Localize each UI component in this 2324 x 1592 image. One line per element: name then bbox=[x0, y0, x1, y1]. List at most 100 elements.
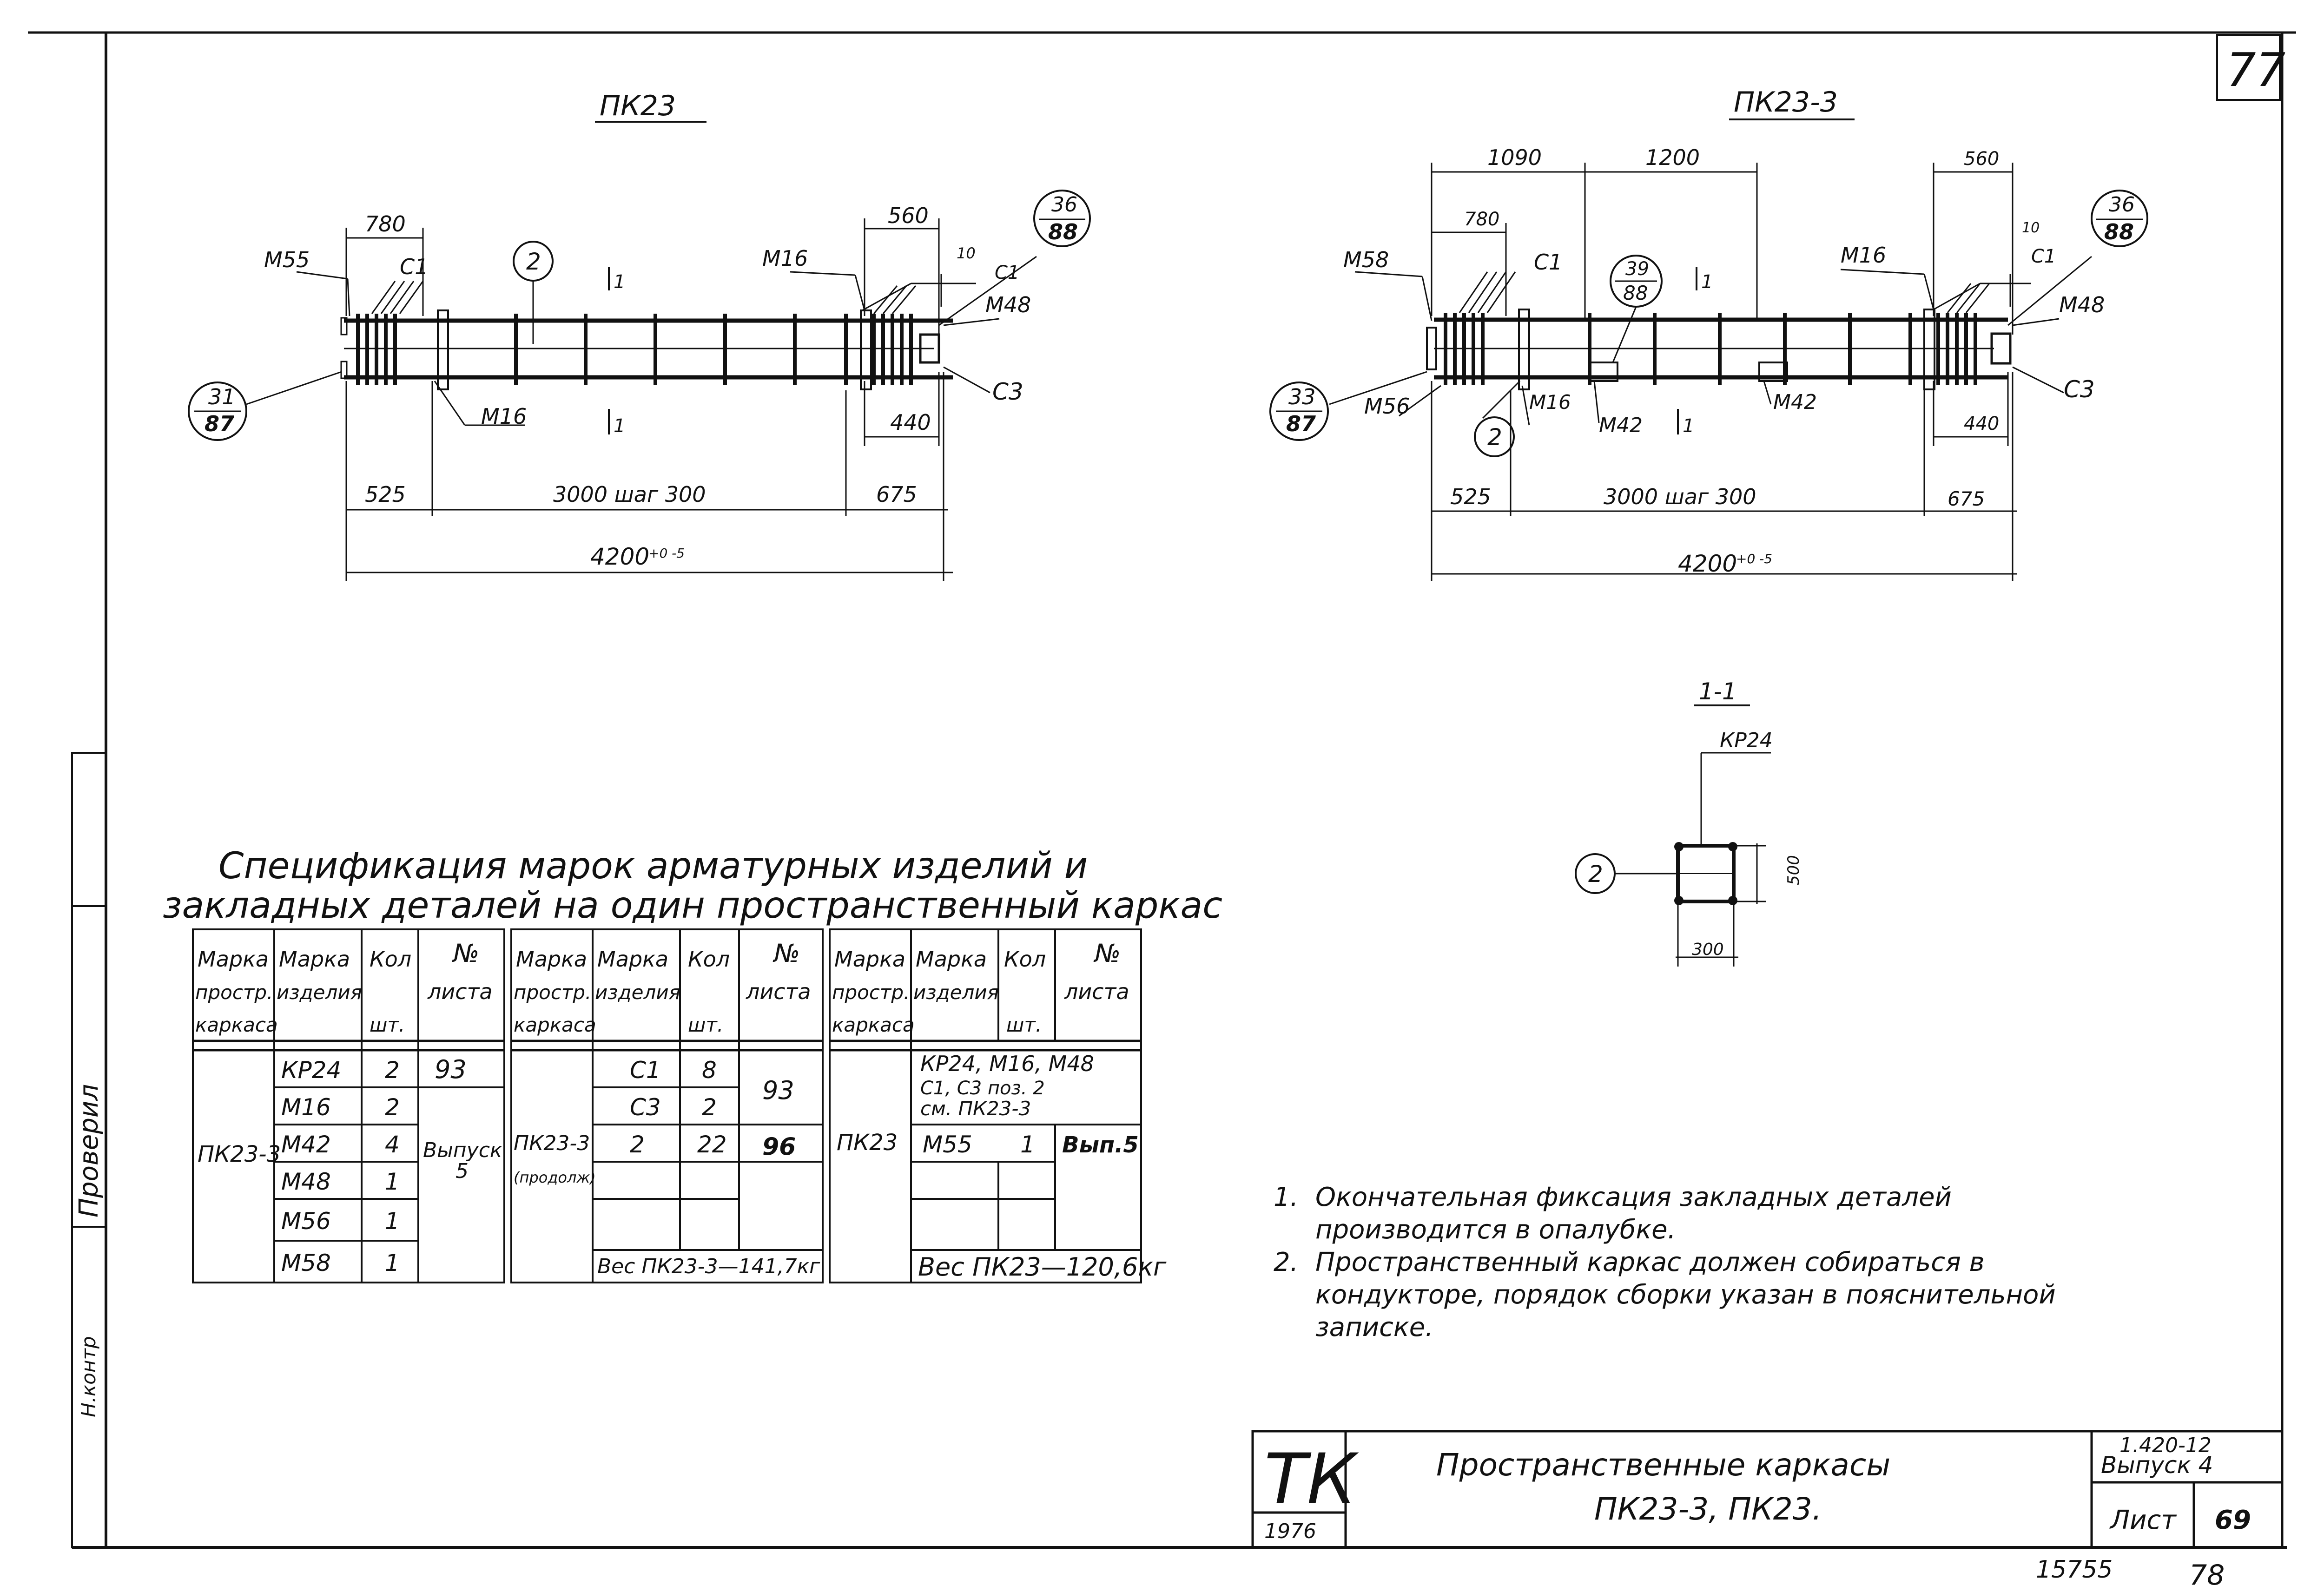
dims-right bbox=[1329, 163, 2092, 581]
t2-h-c1-2: каркаса bbox=[514, 1013, 596, 1036]
t2-r0-qty: 8 bbox=[702, 1057, 717, 1084]
t3-weight: Вес ПК23—120,6кг bbox=[918, 1252, 1167, 1282]
label-m55: М55 bbox=[264, 247, 310, 272]
t1-r1-mark: М16 bbox=[281, 1094, 331, 1121]
t1-issue-line2: 5 bbox=[456, 1159, 469, 1183]
t1-h-c3-1: шт. bbox=[370, 1013, 405, 1036]
section-dim-500: 500 bbox=[1784, 855, 1803, 885]
hatch-c1-left bbox=[371, 281, 424, 314]
t3-note-line3: см. ПК23-3 bbox=[920, 1097, 1031, 1120]
note-2-line1: Пространственный каркас должен собиратьс… bbox=[1315, 1247, 1985, 1277]
t2-sheet-merged: 93 bbox=[762, 1076, 794, 1105]
dim-440-right: 440 bbox=[1964, 413, 1999, 434]
t1-h-c2-1: изделия bbox=[277, 981, 362, 1004]
label-m16: М16 bbox=[762, 246, 808, 271]
hatch-c1-right bbox=[873, 285, 917, 314]
dim-tolerance-right: +0 -5 bbox=[1736, 551, 1772, 566]
t1-issue-line1: Выпуск bbox=[423, 1138, 502, 1162]
title-series: 1.420-12 bbox=[2119, 1434, 2212, 1457]
dim-3000-right: 3000 шаг 300 bbox=[1604, 484, 1756, 509]
svg-text:36: 36 bbox=[1051, 193, 1077, 217]
label-m58: М58 bbox=[1343, 247, 1389, 272]
svg-text:33: 33 bbox=[1288, 384, 1316, 409]
dim-1200: 1200 bbox=[1645, 145, 1700, 170]
t2-h-c1-1: простр. bbox=[514, 981, 591, 1004]
t3-note-line2: С1, С3 поз. 2 bbox=[920, 1078, 1045, 1099]
label-m56: М56 bbox=[1364, 394, 1410, 419]
label-c1-r2: С1 bbox=[2031, 246, 2056, 267]
label-c3: С3 bbox=[992, 378, 1023, 405]
cut-mark-bottom-r: 1 bbox=[1683, 415, 1694, 437]
svg-text:87: 87 bbox=[205, 411, 234, 436]
svg-text:36: 36 bbox=[2109, 193, 2135, 217]
t3-r0-mark: М55 bbox=[923, 1131, 972, 1158]
stamp-trace: Н.контр bbox=[77, 1336, 100, 1417]
t3-h-c1-1: простр. bbox=[832, 981, 910, 1004]
svg-text:31: 31 bbox=[208, 384, 236, 409]
callout-pos2-r: 2 bbox=[1474, 416, 1515, 457]
dim-525-right: 525 bbox=[1450, 484, 1491, 509]
t2-frame-line1: ПК23-3 bbox=[514, 1132, 590, 1155]
t3-note-line1: КР24, М16, М48 bbox=[920, 1051, 1094, 1076]
page-number-box: 77 bbox=[2216, 34, 2285, 101]
t1-r4-qty: 1 bbox=[385, 1208, 400, 1235]
callout-36-88-r: 36 88 bbox=[2091, 190, 2148, 247]
callout-39-88: 39 88 bbox=[1610, 255, 1663, 308]
view-title-pk23-3: ПК23-3 bbox=[1734, 86, 1838, 118]
dim-10: 10 bbox=[957, 244, 976, 262]
title-block: ТК 1976 Пространственные каркасы ПК23-3,… bbox=[1251, 1430, 2284, 1549]
svg-text:88: 88 bbox=[2104, 219, 2134, 244]
callout-pos2-section: 2 bbox=[1575, 853, 1678, 894]
dim-675: 675 bbox=[876, 482, 917, 507]
page-number-text: 77 bbox=[2226, 43, 2285, 97]
t3-r0-qty: 1 bbox=[1020, 1131, 1035, 1158]
dim-560-right: 560 bbox=[1964, 148, 1999, 170]
cut-mark-bottom: 1 bbox=[614, 415, 625, 437]
dim-440: 440 bbox=[890, 410, 931, 435]
t2-h-c1-0: Марка bbox=[516, 947, 587, 972]
dim-tolerance: +0 -5 bbox=[648, 546, 685, 561]
title-sheet-no: 69 bbox=[2215, 1505, 2251, 1535]
t1-r5-qty: 1 bbox=[385, 1250, 400, 1276]
t1-h-c2-0: Марка bbox=[279, 947, 350, 972]
dim-3000: 3000 шаг 300 bbox=[553, 482, 706, 507]
t2-h-c2-0: Марка bbox=[597, 947, 668, 972]
title-name-line1: Пространственные каркасы bbox=[1436, 1447, 1890, 1483]
t1-r0-qty: 2 bbox=[385, 1057, 400, 1084]
t2-r2-qty: 22 bbox=[697, 1131, 727, 1158]
t3-h-c1-0: Марка bbox=[834, 947, 905, 972]
svg-text:39: 39 bbox=[1625, 258, 1649, 280]
footer-code: 15755 bbox=[2036, 1556, 2113, 1584]
label-m16-bottom: М16 bbox=[481, 404, 527, 429]
hatch-c1-right-view bbox=[1459, 271, 1990, 313]
svg-text:2: 2 bbox=[1588, 861, 1603, 888]
svg-text:88: 88 bbox=[1048, 219, 1078, 244]
label-c1-right: С1 bbox=[995, 262, 1019, 283]
t1-h-c4-0: № bbox=[452, 939, 479, 968]
label-c1: С1 bbox=[400, 254, 428, 279]
dim-560: 560 bbox=[888, 203, 929, 228]
t1-r4-mark: М56 bbox=[281, 1208, 331, 1235]
label-c1-r: С1 bbox=[1534, 250, 1562, 275]
callout-33-87: 33 87 bbox=[1269, 382, 1329, 441]
svg-text:2: 2 bbox=[526, 248, 541, 275]
t1-r2-qty: 4 bbox=[385, 1131, 400, 1158]
t1-h-c1-1: простр. bbox=[195, 981, 273, 1004]
t1-frame: ПК23-3 bbox=[198, 1141, 281, 1167]
t1-r0-mark: КР24 bbox=[281, 1057, 341, 1084]
dim-4200: 4200 bbox=[590, 543, 649, 570]
logo-tk: ТК bbox=[1264, 1439, 1359, 1520]
t1-h-c4-1: листа bbox=[427, 979, 493, 1004]
t3-h-c3-0: Кол bbox=[1004, 947, 1046, 972]
note-1-line2: производится в опалубке. bbox=[1315, 1215, 1676, 1245]
cut-mark-top: 1 bbox=[614, 271, 625, 293]
callout-31-87: 31 87 bbox=[188, 382, 247, 441]
t2-h-c4-0: № bbox=[772, 939, 800, 968]
sheet-frame bbox=[28, 31, 2296, 1549]
t1-r3-mark: М48 bbox=[281, 1168, 331, 1195]
label-m48-r: М48 bbox=[2059, 292, 2105, 317]
note-2-line3: записке. bbox=[1315, 1312, 1433, 1342]
spec-table-3 bbox=[829, 928, 1142, 1283]
note-2-line2: кондукторе, порядок сборки указан в пояс… bbox=[1315, 1280, 2056, 1310]
